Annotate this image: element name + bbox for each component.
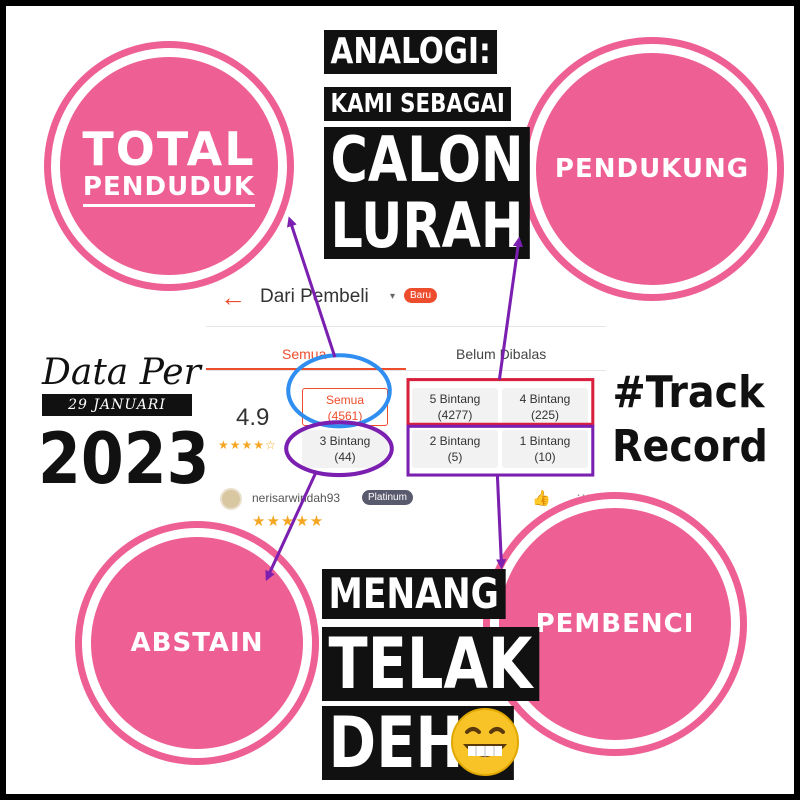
- heading-analogi: ANALOGI:: [324, 30, 498, 74]
- chip-count: (5): [447, 450, 463, 464]
- circle-label-pendukung: PENDUKUNG: [554, 154, 750, 184]
- thumbs-up-icon[interactable]: 👍: [532, 490, 551, 507]
- record-line: Record: [612, 421, 768, 472]
- arrow-left-icon[interactable]: ←: [220, 282, 246, 312]
- platinum-badge: Platinum: [362, 490, 413, 505]
- filter-chip-3-bintang[interactable]: 3 Bintang (44): [302, 430, 388, 468]
- data-per-label: Data Per: [42, 352, 201, 393]
- divider: [206, 370, 606, 371]
- year-label: 2023: [38, 418, 210, 500]
- divider: [206, 326, 606, 327]
- heading-lurah: LURAH: [324, 193, 531, 259]
- tab-belum-dibalas[interactable]: Belum Dibalas: [456, 346, 547, 362]
- chip-label: Semua: [325, 393, 365, 407]
- circle-pembenci: PEMBENCI: [490, 499, 740, 749]
- filter-chip-1-bintang[interactable]: 1 Bintang (10): [502, 430, 588, 468]
- chip-count: (4277): [437, 408, 473, 422]
- review-stars: ★★★★★: [252, 513, 325, 530]
- heading-calon: CALON: [324, 127, 531, 193]
- filter-chip-5-bintang[interactable]: 5 Bintang (4277): [412, 388, 498, 426]
- chip-label: 2 Bintang: [429, 434, 481, 448]
- filter-chip-2-bintang[interactable]: 2 Bintang (5): [412, 430, 498, 468]
- review-screenshot: ← Dari Pembeli ▾ Baru Semua Belum Dibala…: [206, 276, 606, 530]
- track-record-label: #Track Record: [612, 366, 768, 474]
- grinning-face-icon: [451, 708, 519, 776]
- chip-label: 1 Bintang: [519, 434, 571, 448]
- circle-total-penduduk: TOTAL PENDUDUK: [51, 48, 287, 284]
- filter-chip-4-bintang[interactable]: 4 Bintang (225): [502, 388, 588, 426]
- chip-label: 5 Bintang: [429, 392, 481, 406]
- poster-inner: ← Dari Pembeli ▾ Baru Semua Belum Dibala…: [6, 6, 794, 794]
- tab-semua[interactable]: Semua: [282, 346, 327, 362]
- screen-title: Dari Pembeli: [260, 286, 369, 307]
- circle-label-pembenci: PEMBENCI: [535, 609, 695, 639]
- chip-label: 3 Bintang: [319, 434, 371, 448]
- dropdown-icon[interactable]: ▾: [390, 291, 396, 302]
- circle-label-penduduk: PENDUDUK: [82, 174, 256, 207]
- footer-telak: TELAK: [322, 627, 539, 701]
- chip-count: (44): [334, 450, 356, 464]
- reviewer-name[interactable]: nerisarwindah93: [252, 491, 341, 505]
- new-badge: Baru: [404, 288, 438, 303]
- chip-count: (225): [530, 408, 559, 422]
- circle-label-abstain: ABSTAIN: [130, 628, 264, 658]
- date-label: 29 JANUARI: [42, 394, 192, 416]
- circle-pendukung: PENDUKUNG: [527, 44, 777, 294]
- more-options-icon[interactable]: ···: [576, 486, 591, 503]
- circle-label-total: TOTAL: [82, 121, 256, 176]
- track-line: #Track: [612, 367, 765, 418]
- circle-abstain: ABSTAIN: [82, 528, 312, 758]
- avatar[interactable]: [220, 488, 242, 510]
- rating-score: 4.9: [236, 404, 270, 431]
- heading-kami-sebagai: KAMI SEBAGAI: [324, 87, 512, 121]
- chip-count: (10): [534, 450, 556, 464]
- rating-stars: ★★★★☆: [218, 438, 277, 452]
- chip-label: 4 Bintang: [519, 392, 571, 406]
- chip-count: (4561): [327, 409, 363, 423]
- footer-menang: MENANG: [322, 569, 506, 619]
- filter-chip-semua[interactable]: Semua (4561): [302, 388, 388, 426]
